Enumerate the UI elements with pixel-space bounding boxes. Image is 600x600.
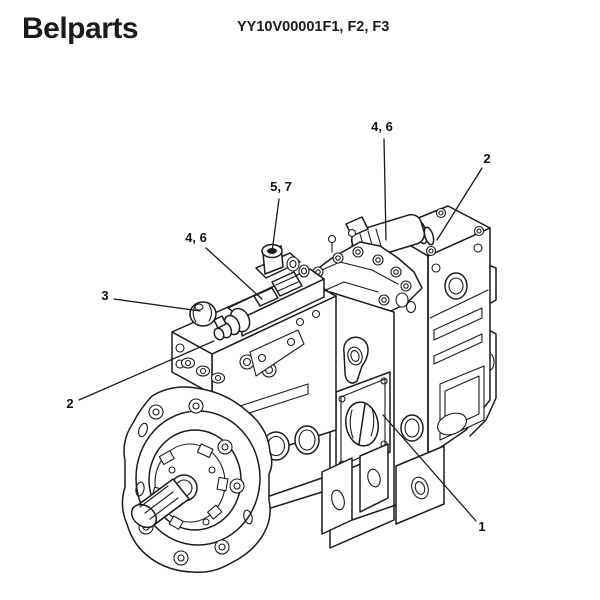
- drive-shaft: [130, 474, 198, 529]
- mounting-feet: [254, 443, 445, 535]
- filter-plug: [189, 301, 227, 329]
- callout-label-relief-valve: 5, 7: [270, 179, 292, 194]
- callout-label-pilot-valve: 4, 6: [185, 230, 207, 245]
- callout-leader-lines: [78, 138, 483, 522]
- part-number: YY10V00001F1, F2, F3: [237, 19, 390, 35]
- callout-labels: 4, 6 2 5, 7 4, 6 3 2 1: [66, 119, 490, 534]
- callout-label-pump-casing: 1: [478, 519, 485, 534]
- pilot-valve-assembly: [189, 268, 325, 341]
- callout-label-left-regulator: 2: [66, 396, 73, 411]
- callout-label-filter-plug: 3: [101, 288, 108, 303]
- rear-pump-body: [385, 205, 491, 457]
- brand-logo-text: Belparts: [22, 12, 139, 45]
- mounting-flange: [121, 386, 273, 574]
- relief-valve: [255, 243, 310, 279]
- callout-label-right-regulator: 2: [483, 151, 490, 166]
- callout-label-top-solenoid: 4, 6: [371, 119, 393, 134]
